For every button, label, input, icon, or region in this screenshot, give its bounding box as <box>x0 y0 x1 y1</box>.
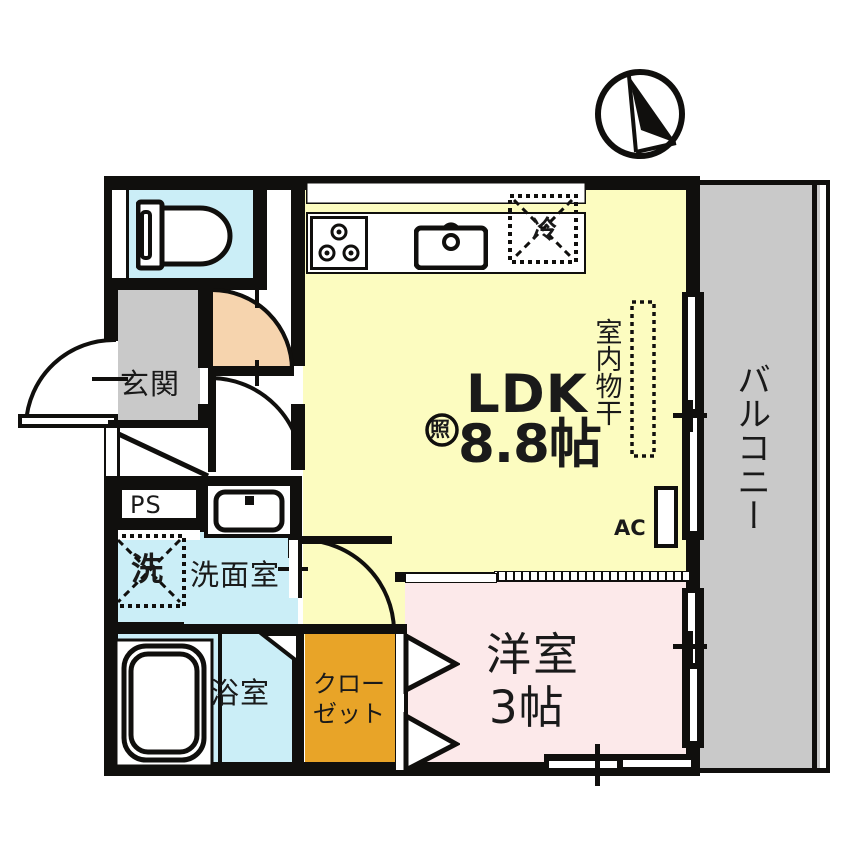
wall-kitchen-left <box>291 176 305 294</box>
balcony-sliding-door-bedroom[interactable] <box>682 588 704 748</box>
room-fill-closet <box>305 632 397 772</box>
bedroom-window[interactable] <box>544 754 698 776</box>
ps-label: PS <box>130 491 162 519</box>
balcony-door-ldk-mark-v <box>688 400 693 432</box>
air-conditioner-outlet-icon <box>654 486 678 548</box>
ldk-label: LDK <box>466 364 588 425</box>
wall-ps-bottom <box>104 520 212 530</box>
wall-washroom-bottom-b <box>176 624 306 634</box>
toilet-wall-niche <box>112 190 128 278</box>
entrance-door-center-mark <box>92 377 128 381</box>
indoor-laundry-hanger-icon <box>630 300 656 458</box>
balcony-wall-right <box>812 180 817 772</box>
hallway-door[interactable] <box>208 376 304 474</box>
balcony-label: バルコニー <box>730 362 771 532</box>
room-fill-balcony <box>700 183 820 770</box>
washroom-door-jamb <box>298 540 302 598</box>
closet-door-upper[interactable] <box>402 631 462 695</box>
closet-door-frame <box>404 634 408 770</box>
bedroom-top-rail-hatch <box>493 566 691 582</box>
washroom-door[interactable] <box>300 536 396 632</box>
bedroom-size-label: 3帖 <box>489 681 565 734</box>
room-fill-washroom <box>108 540 298 624</box>
toilet-fixture-icon <box>135 198 246 274</box>
bedroom-window-mark <box>595 744 600 786</box>
entrance-step-left-gap <box>106 428 118 476</box>
washer-symbol-label: 洗 <box>131 550 164 588</box>
bath-inner-divider <box>218 634 222 772</box>
refrigerator-symbol-label: 冷 <box>532 215 558 244</box>
washing-machine-space-icon <box>112 534 186 608</box>
wall-entrance-right <box>198 288 210 368</box>
room-fill-bedroom <box>405 578 695 770</box>
balcony-wall-bottom <box>700 768 830 773</box>
wall-closet-top <box>300 624 400 634</box>
bathtub-icon <box>114 638 214 768</box>
north-arrow-icon <box>590 64 690 164</box>
toilet-door-fan-fill <box>210 288 294 380</box>
wall-washroom-top-strip <box>200 476 300 486</box>
ldk-bedroom-threshold <box>404 568 498 584</box>
wall-hall-right <box>291 288 305 366</box>
toilet-door-panel <box>208 286 213 378</box>
ac-label: AC <box>614 516 646 540</box>
toilet-niche-edge <box>126 190 129 278</box>
toilet-door-hinge-mark <box>255 278 259 308</box>
bath-label: 浴室 <box>210 676 271 710</box>
bath-door[interactable] <box>256 632 302 682</box>
entrance-step-left-edge <box>117 428 120 476</box>
wall-hall-door-head <box>210 366 294 376</box>
ldk-size-label: 8.8帖 <box>458 414 602 475</box>
gas-stove-icon <box>309 215 369 271</box>
closet-door-lower[interactable] <box>402 711 462 775</box>
balcony-door-bedroom-mark-v <box>688 631 693 663</box>
room-fill-entrance <box>108 290 200 422</box>
entrance-step-diagonal <box>108 427 212 482</box>
balcony-wall-right-outer <box>826 180 830 772</box>
indoor-laundry-label: 室内物干 <box>590 318 622 426</box>
balcony-wall-top <box>700 180 828 185</box>
refrigerator-space-icon <box>508 194 578 264</box>
washroom-label: 洗面室 <box>190 558 281 592</box>
wall-toilet-right <box>253 176 267 288</box>
entrance-door[interactable] <box>16 336 120 428</box>
ceiling-light-outlet-icon <box>424 412 460 448</box>
closet-label-line2: ゼット <box>313 700 385 728</box>
wall-ps-top <box>104 476 212 486</box>
closet-label-line1: クロー <box>313 670 385 698</box>
ceiling-light-symbol-label: 照 <box>430 417 450 441</box>
wall-entrance-bottom <box>108 420 210 430</box>
vanity-sink-icon <box>204 482 294 540</box>
entrance-label: 玄関 <box>120 367 181 401</box>
bedroom-label: 洋室 <box>486 628 581 681</box>
wall-toilet-bottom <box>118 278 267 290</box>
hallway-door-hinge-mark <box>255 360 259 386</box>
wall-washroom-bottom <box>104 622 184 634</box>
kitchen-sink-icon <box>413 220 489 271</box>
